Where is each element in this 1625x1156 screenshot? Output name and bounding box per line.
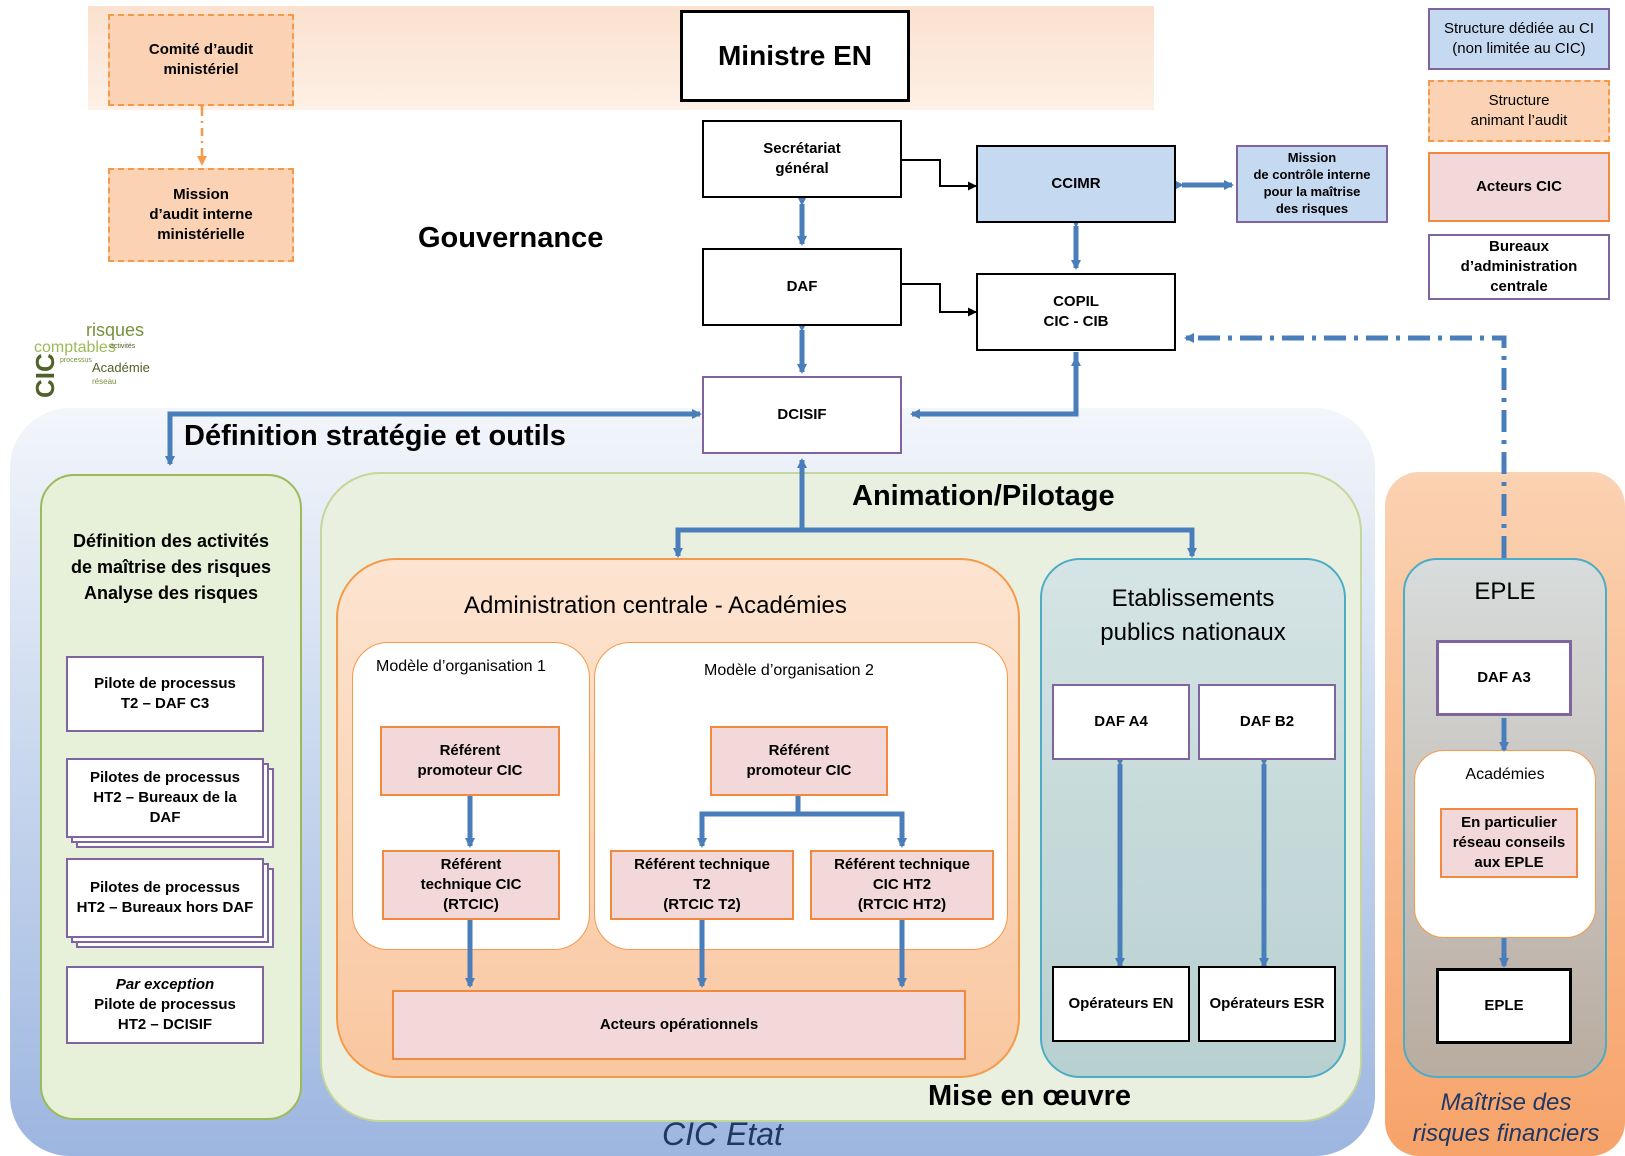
- maitrise-label: Maîtrise des risques financiers: [1412, 1089, 1600, 1147]
- par-exception-label: Par exception: [115, 975, 215, 993]
- mise-en-oeuvre-label: Mise en œuvre: [928, 1080, 1132, 1112]
- daf-box: DAF: [702, 248, 902, 326]
- reseau-conseils-box: En particulier réseau conseils aux EPLE: [1440, 808, 1578, 878]
- definition-label: Définition stratégie et outils: [184, 420, 566, 452]
- ref-promoteur-2: Référent promoteur CIC: [710, 726, 888, 796]
- legend-acteurs-cic: Acteurs CIC: [1428, 152, 1610, 222]
- legend-audit: Structure animant l’audit: [1428, 80, 1610, 142]
- pilotes-ht2-hors-daf-box: Pilotes de processus HT2 – Bureaux hors …: [66, 858, 264, 938]
- operateurs-en-box: Opérateurs EN: [1052, 966, 1190, 1042]
- dcisif-box: DCISIF: [702, 376, 902, 454]
- modele1-label: Modèle d’organisation 1: [376, 658, 546, 675]
- acteurs-operationnels-box: Acteurs opérationnels: [392, 990, 966, 1060]
- eple-title: EPLE: [1474, 578, 1536, 605]
- comite-audit-box: Comité d’audit ministériel: [108, 14, 294, 106]
- svg-text:risques: risques: [86, 320, 144, 340]
- ref-technique-1: Référent technique CIC (RTCIC): [382, 850, 560, 920]
- sg-box: Secrétariat général: [702, 120, 902, 198]
- eple-box: EPLE: [1436, 968, 1572, 1044]
- pilote-dcisif-box: Par exception Pilote de processus HT2 – …: [66, 966, 264, 1044]
- ccimr-box: CCIMR: [976, 145, 1176, 223]
- daf-a4-box: DAF A4: [1052, 684, 1190, 760]
- daf-a3-box: DAF A3: [1436, 640, 1572, 716]
- logo-svg: CIC risques comptables activités process…: [30, 320, 150, 398]
- copil-box: COPIL CIC - CIB: [976, 273, 1176, 351]
- svg-text:réseau: réseau: [92, 377, 116, 386]
- svg-text:activités: activités: [110, 343, 136, 350]
- svg-text:Académie: Académie: [92, 360, 150, 375]
- ref-promoteur-1: Référent promoteur CIC: [380, 726, 560, 796]
- daf-b2-box: DAF B2: [1198, 684, 1336, 760]
- animation-label: Animation/Pilotage: [852, 480, 1115, 512]
- mission-ci-box: Mission de contrôle interne pour la maît…: [1236, 145, 1388, 223]
- epn-title: Etablissements publics nationaux: [1100, 585, 1286, 646]
- ministre-box: Ministre EN: [680, 10, 910, 102]
- legend-bureaux: Bureaux d’administration centrale: [1428, 234, 1610, 300]
- svg-text:comptables: comptables: [34, 339, 116, 356]
- cic-etat-label: CIC Etat: [662, 1116, 783, 1152]
- operateurs-esr-box: Opérateurs ESR: [1198, 966, 1336, 1042]
- mission-audit-box: Mission d’audit interne ministérielle: [108, 168, 294, 262]
- gouvernance-label: Gouvernance: [418, 222, 604, 254]
- pilote-t2-box: Pilote de processus T2 – DAF C3: [66, 656, 264, 732]
- ref-technique-t2: Référent technique T2 (RTCIC T2): [610, 850, 794, 920]
- admin-title: Administration centrale - Académies: [464, 592, 847, 619]
- cic-wordcloud-logo: CIC risques comptables activités process…: [30, 318, 158, 400]
- svg-text:CIC: CIC: [30, 353, 60, 398]
- ref-technique-ht2: Référent technique CIC HT2 (RTCIC HT2): [810, 850, 994, 920]
- pilotes-ht2-daf-box: Pilotes de processus HT2 – Bureaux de la…: [66, 758, 264, 838]
- svg-text:processus: processus: [60, 357, 92, 364]
- legend-structure-ci: Structure dédiée au CI (non limitée au C…: [1428, 8, 1610, 70]
- modele2-label: Modèle d’organisation 2: [704, 662, 874, 679]
- pilote-dcisif-label: Pilote de processus HT2 – DCISIF: [94, 995, 236, 1034]
- left-heading: Définition des activités de maîtrise des…: [70, 531, 272, 604]
- academies-label: Académies: [1465, 766, 1545, 783]
